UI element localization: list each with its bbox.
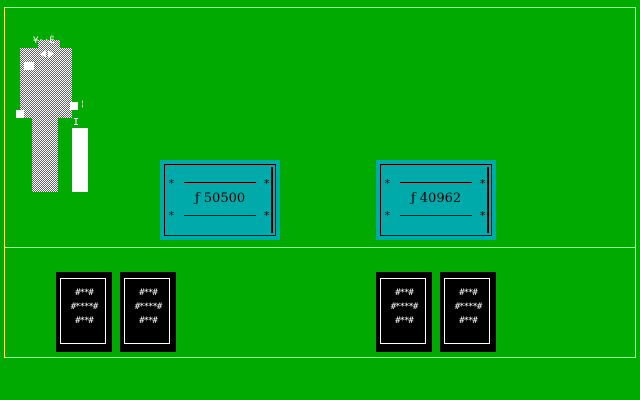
svg-text:¦: ¦ (80, 99, 85, 108)
card-back-icon (124, 278, 170, 344)
star-icon: * (263, 209, 270, 222)
left-hand-card-2[interactable]: #**# #****# #**# (120, 272, 176, 352)
left-bank-plate: * * * * ƒ 50500 (160, 160, 280, 240)
card-back-icon (60, 278, 106, 344)
star-icon: * (168, 209, 175, 222)
star-icon: * (384, 209, 391, 222)
star-icon: * (168, 177, 175, 190)
star-icon: * (263, 177, 270, 190)
table-frame (4, 7, 636, 358)
right-hand-card-1[interactable]: #**# #****# #**# (376, 272, 432, 352)
card-back-icon (444, 278, 490, 344)
star-icon: * (479, 209, 486, 222)
left-bank-amount: ƒ 50500 (194, 191, 246, 206)
star-icon: * (384, 177, 391, 190)
right-bank-plate: * * * * ƒ 40962 (376, 160, 496, 240)
card-back-pattern: #**# #****# #**# (70, 288, 99, 326)
dealer-figure-icon: ¥··È I ¦ (14, 26, 94, 196)
table-divider (4, 247, 636, 248)
right-hand-card-2[interactable]: #**# #****# #**# (440, 272, 496, 352)
card-back-pattern: #**# #****# #**# (390, 288, 419, 326)
right-bank-amount: ƒ 40962 (410, 191, 462, 206)
card-back-pattern: #**# #****# #**# (134, 288, 163, 326)
dealer-caption: ¥··È (33, 34, 55, 46)
star-icon: * (479, 177, 486, 190)
left-hand-card-1[interactable]: #**# #****# #**# (56, 272, 112, 352)
card-back-pattern: #**# #****# #**# (454, 288, 483, 326)
card-back-icon (380, 278, 426, 344)
svg-text:I: I (73, 117, 79, 128)
